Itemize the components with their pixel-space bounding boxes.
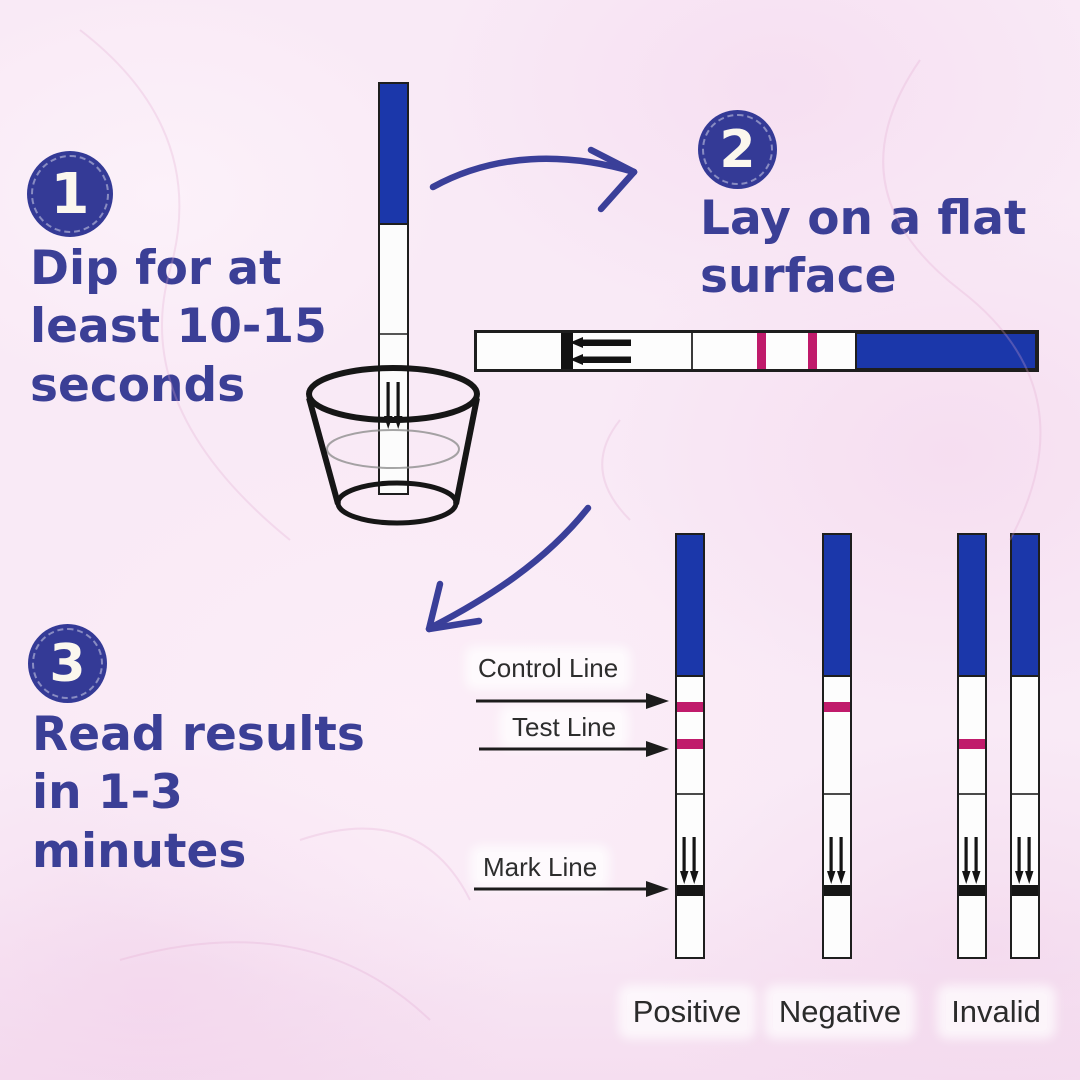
step-2-line-2: surface [700,249,897,305]
mark-line-band [561,333,573,369]
step-3-badge: 3 [28,624,107,703]
control-line-label: Control Line [472,653,625,683]
mark-line-arrows-icon [827,837,846,884]
control-line-band [824,702,850,712]
mark-line-label: Mark Line [477,852,604,882]
step-2-line-1: Lay on a flat [700,191,1027,246]
curved-arrow-down-icon [425,504,592,633]
strip-handle [380,84,407,225]
step-1-text: Dip for at least 10-15 seconds [30,240,327,415]
strip-handle [1012,535,1038,677]
mark-line-arrows-icon [680,837,699,884]
dipping-test-strip [378,82,409,495]
result-strip-negative [822,533,852,959]
result-strip-positive [675,533,705,959]
step-3-line-3: minutes [32,823,247,879]
mark-line-arrows-icon [1015,837,1034,884]
step-1-line-3: seconds [30,357,246,413]
test-line-band [677,739,703,749]
control-line-band [757,333,766,369]
strip-divider [824,793,850,795]
step-2-text: Lay on a flat surface [700,190,1026,307]
strip-handle [677,535,703,677]
test-line-label: Test Line [506,712,623,742]
strip-handle [959,535,985,677]
control-line-arrow-icon [476,693,669,709]
step-1-badge: 1 [27,151,113,237]
strip-handle [824,535,850,677]
mark-line-arrow-icon [474,881,669,897]
step-3-number: 3 [49,633,86,694]
strip-divider [380,333,407,335]
step-1-line-1: Dip for at [30,241,282,296]
result-label-negative: Negative [772,993,908,1031]
mark-line-band [677,885,703,896]
test-line-arrow-icon [479,741,669,757]
strip-divider [959,793,985,795]
mark-line-band [1012,885,1038,896]
strip-handle [855,332,1037,370]
step-2-badge: 2 [698,110,777,189]
mark-line-band [824,885,850,896]
result-strip-invalid-b [1010,533,1040,959]
mark-line-band [959,885,985,896]
mark-line-arrows-icon [962,837,981,884]
step-2-number: 2 [719,119,756,180]
test-line-band [959,739,985,749]
strip-divider [677,793,703,795]
strip-divider [691,333,693,369]
result-label-invalid: Invalid [945,993,1047,1031]
step-1-number: 1 [50,161,90,227]
step-1-line-2: least 10-15 [30,299,327,355]
curved-arrow-right-icon [429,146,638,213]
result-strip-invalid-a [957,533,987,959]
step-3-line-2: in 1-3 [32,765,183,821]
control-line-band [677,702,703,712]
step-3-line-1: Read results [32,707,365,762]
dip-direction-arrows-icon [570,337,631,365]
test-line-band [808,333,817,369]
result-label-positive: Positive [626,993,748,1031]
max-line-arrows-icon [383,382,402,429]
flat-test-strip [474,330,1039,372]
step-3-text: Read results in 1-3 minutes [32,706,365,881]
strip-divider [1012,793,1038,795]
